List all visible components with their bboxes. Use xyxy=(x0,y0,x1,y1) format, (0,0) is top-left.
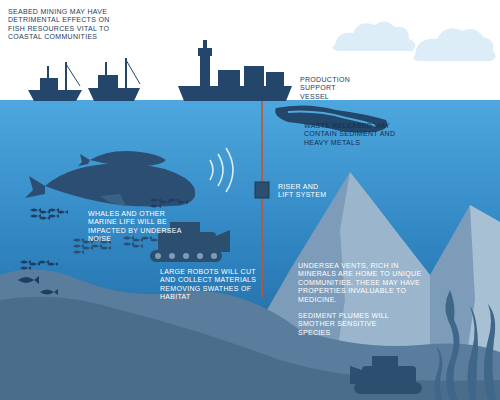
fish xyxy=(141,236,152,240)
fish xyxy=(30,214,41,218)
whale-calf xyxy=(78,151,166,166)
fish xyxy=(29,262,40,266)
fish xyxy=(73,250,84,254)
fish xyxy=(20,266,31,270)
sea xyxy=(0,100,500,400)
fish xyxy=(150,204,161,208)
riser-pipe xyxy=(261,100,263,298)
fish xyxy=(47,262,58,266)
fish xyxy=(91,244,102,248)
production-vessel xyxy=(178,40,292,101)
fish xyxy=(123,242,134,246)
fish xyxy=(20,260,31,264)
callout-label: WHALES AND OTHER MARINE LIFE WILL BE IMP… xyxy=(88,210,188,244)
whale-fin xyxy=(100,194,126,206)
fish xyxy=(73,238,84,242)
fish xyxy=(132,244,143,248)
fish xyxy=(150,198,161,202)
lift-pump xyxy=(255,182,269,198)
fishing-boat xyxy=(88,58,140,101)
fish xyxy=(39,210,50,214)
robot-track xyxy=(155,253,217,259)
fish xyxy=(168,198,179,202)
callout-label: UNDERSEA VENTS, RICH IN MINERALS ARE HOM… xyxy=(298,262,424,304)
kelp xyxy=(434,290,496,400)
callout-label: RISER AND LIFT SYSTEM xyxy=(278,183,334,200)
whale xyxy=(25,163,195,206)
fish xyxy=(100,246,111,250)
fish xyxy=(177,200,188,204)
callout-label: LARGE ROBOTS WILL CUT AND COLLECT MATERI… xyxy=(160,268,272,302)
fish xyxy=(18,276,58,295)
noise-waves xyxy=(210,148,233,192)
fish xyxy=(150,238,161,242)
callout-label: SEABED MINING MAY HAVE DETRIMENTAL EFFEC… xyxy=(8,8,126,42)
fish xyxy=(57,210,68,214)
sky xyxy=(0,0,500,101)
fish xyxy=(39,216,50,220)
fish xyxy=(159,200,170,204)
fish xyxy=(38,260,49,264)
fish xyxy=(30,208,41,212)
mining-robot xyxy=(350,356,422,394)
callout-label: SEDIMENT PLUMES WILL SMOTHER SENSITIVE S… xyxy=(298,312,394,337)
fish xyxy=(82,246,93,250)
clouds xyxy=(332,21,495,61)
fish xyxy=(48,208,59,212)
callout-label: WASTE RELEASED MAY CONTAIN SEDIMENT AND … xyxy=(304,122,402,147)
fish xyxy=(132,238,143,242)
fish xyxy=(48,214,59,218)
fish xyxy=(73,244,84,248)
callout-label: PRODUCTION SUPPORT VESSEL xyxy=(300,76,362,101)
fish xyxy=(123,236,134,240)
fishing-boat xyxy=(28,62,82,101)
seafloor xyxy=(0,297,500,400)
